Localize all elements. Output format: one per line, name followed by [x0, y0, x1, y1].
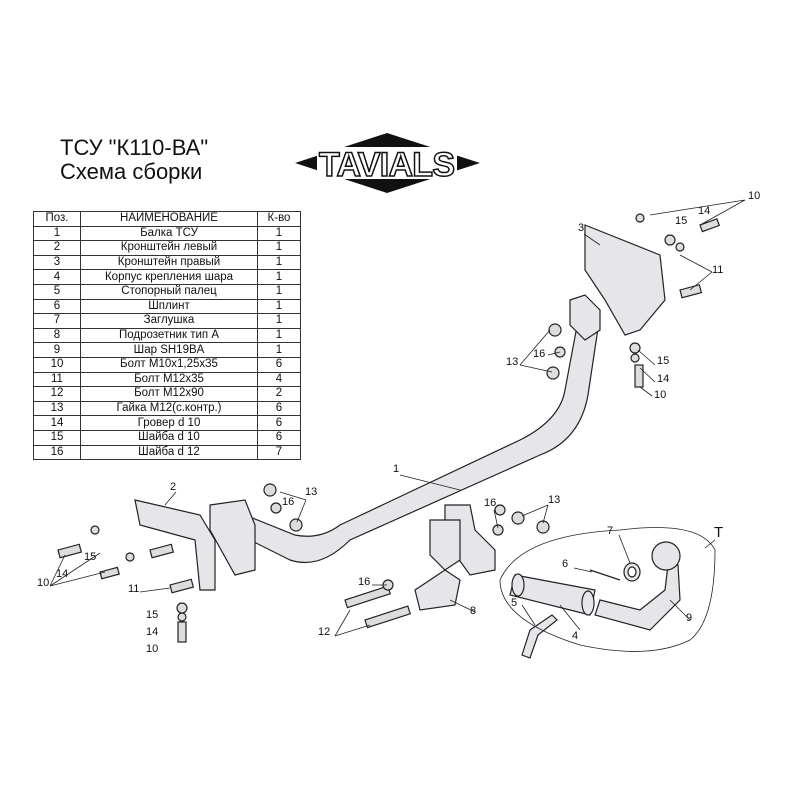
callout-label: 10 [146, 643, 159, 655]
cell-name: Гровер d 10 [80, 415, 258, 431]
callout-label: 10 [748, 190, 761, 202]
title-subtitle: Схема сборки [60, 159, 203, 184]
callout-label: 14 [146, 626, 159, 638]
callout-label: 13 [506, 356, 519, 368]
callout-label: 16 [484, 497, 497, 509]
callout-label: 13 [548, 494, 561, 506]
callout-label: 14 [56, 568, 69, 580]
leader-lines [49, 199, 746, 637]
callout-label: 12 [318, 626, 331, 638]
locking-pin [521, 614, 558, 659]
nuts-washers [90, 213, 685, 622]
callout-label: 6 [562, 558, 569, 570]
callout-label: 9 [686, 612, 693, 624]
callout-label: 2 [170, 481, 177, 493]
cell-qty: 7 [257, 444, 301, 461]
diagram-title: ТСУ "К110-ВА" Схема сборки [60, 136, 208, 184]
cell-pos: 16 [33, 444, 81, 461]
cell-qty: 2 [257, 386, 301, 402]
cell-name: Кронштейн левый [80, 240, 258, 256]
callout-label: 4 [572, 630, 579, 642]
towbar-beam [239, 304, 601, 564]
tavials-logo: TAVIALS [295, 133, 480, 193]
callout-label: 16 [533, 348, 546, 360]
callout-label: 11 [712, 264, 724, 276]
callout-label: 11 [128, 583, 140, 595]
callout-label: 14 [657, 373, 670, 385]
cell-pos: 15 [33, 429, 81, 446]
callout-label: 15 [675, 215, 688, 227]
bracket-left [134, 499, 216, 591]
callout-label: 15 [146, 609, 159, 621]
tow-ball [594, 564, 681, 631]
callout-label: 16 [358, 576, 371, 588]
callout-label: T [714, 524, 724, 541]
cell-pos: 12 [33, 386, 81, 402]
callout-label: 1 [393, 463, 400, 475]
cell-name: Стопорный палец [80, 283, 258, 300]
callout-label: 14 [698, 205, 711, 217]
socket-plate [414, 569, 461, 611]
cell-name: Шайба d 12 [80, 444, 258, 461]
callout-label: 10 [37, 577, 50, 589]
cell-name: Балка ТСУ [80, 225, 258, 242]
callout-label: 10 [654, 389, 667, 401]
callout-label: 3 [578, 222, 585, 234]
callout-label: 7 [607, 525, 614, 537]
callout-label: 15 [657, 355, 670, 367]
callout-label: 15 [84, 551, 97, 563]
bolts [57, 218, 721, 643]
cell-name: Кронштейн правый [80, 254, 258, 271]
callout-label: 13 [305, 486, 318, 498]
svg-text:TAVIALS: TAVIALS [319, 146, 455, 184]
cell-qty: 1 [257, 254, 301, 271]
title-model: ТСУ "К110-ВА" [60, 135, 209, 160]
callout-label: 8 [470, 605, 477, 617]
bracket-right [584, 224, 666, 336]
callout-label: 5 [511, 597, 518, 609]
callout-label: 16 [282, 496, 295, 508]
